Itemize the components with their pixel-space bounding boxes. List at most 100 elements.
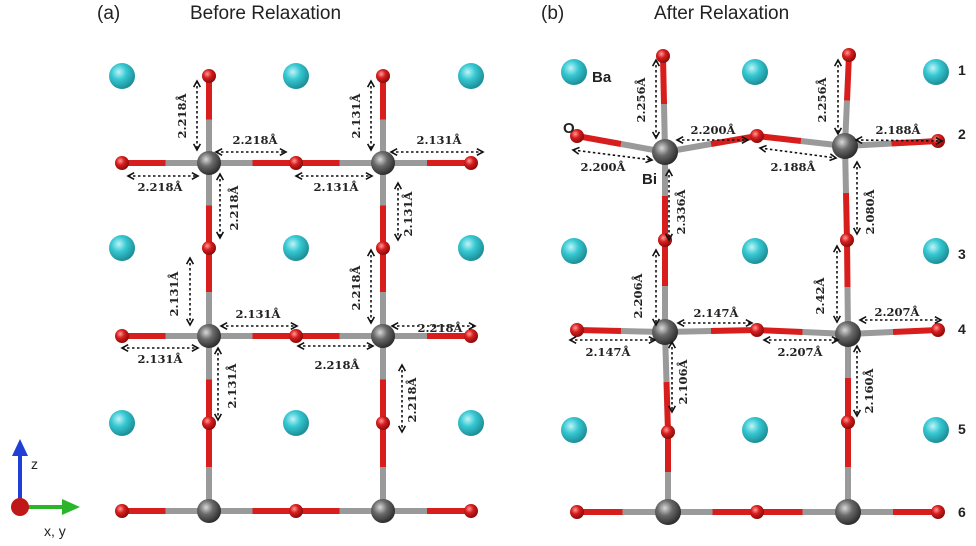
row-label-5: 5 <box>958 421 966 437</box>
arrow-head <box>833 58 843 67</box>
arrow-head <box>120 343 129 353</box>
bond-segment <box>843 192 850 241</box>
barium-atom <box>561 238 587 264</box>
arrow-head <box>829 153 838 162</box>
panel-b-title: After Relaxation <box>654 3 789 24</box>
oxygen-atom <box>464 156 478 170</box>
bond-segment <box>844 54 852 101</box>
oxygen-atom <box>570 505 584 519</box>
bond-length-label: 2.218Å <box>233 133 279 147</box>
bismuth-atom <box>197 324 221 348</box>
oxygen-atom <box>750 505 764 519</box>
oxygen-atom <box>570 323 584 337</box>
arrow-head <box>390 321 399 331</box>
bond-segment <box>663 381 671 433</box>
arrow-head <box>393 181 403 190</box>
arrow-head <box>852 160 862 169</box>
panel-a-label: (a) <box>97 3 120 24</box>
bond-segment <box>891 138 939 147</box>
arrow-head <box>568 335 577 345</box>
bond-segment <box>576 327 622 334</box>
arrow-head <box>366 79 376 88</box>
arrow-head <box>366 248 376 257</box>
bismuth-atom <box>197 499 221 523</box>
oxygen-atom <box>656 49 670 63</box>
bond-length-label: 2.218Å <box>138 180 184 194</box>
bond-length-label: 2.336Å <box>674 188 688 234</box>
z-axis-label: z <box>31 456 38 472</box>
bond-length-label: 2.200Å <box>581 160 627 174</box>
bond-length-arrow <box>572 149 653 161</box>
bond-length-label: 2.218Å <box>175 92 189 138</box>
bond-length-label: 2.160Å <box>862 367 876 413</box>
oxygen-atom <box>115 329 129 343</box>
label-barium: Ba <box>592 69 612 86</box>
z-axis-arrowhead <box>12 439 28 456</box>
bond-length-label: 2.131Å <box>401 190 415 236</box>
bond-length-label: 2.147Å <box>586 345 632 359</box>
arrow-head <box>468 321 477 331</box>
axis-triad: z x, y <box>11 439 80 539</box>
arrow-head <box>294 171 303 181</box>
arrow-head <box>389 147 398 157</box>
panel-b-label: (b) <box>541 3 564 24</box>
bismuth-atom <box>835 499 861 525</box>
arrow-head <box>664 233 674 242</box>
arrow-head <box>191 171 200 181</box>
barium-atom <box>458 410 484 436</box>
arrow-head <box>852 227 862 236</box>
arrow-head <box>648 335 657 345</box>
bond-segment <box>756 327 803 335</box>
bond-length-label: 2.080Å <box>863 188 877 234</box>
row-label-1: 1 <box>958 62 966 78</box>
row-label-6: 6 <box>958 504 966 520</box>
arrow-head <box>667 405 677 414</box>
arrow-head <box>185 318 195 327</box>
bond-length-label: 2.42Å <box>813 276 827 314</box>
arrow-head <box>393 233 403 242</box>
arrow-head <box>745 318 754 328</box>
oxygen-atom <box>289 329 303 343</box>
arrow-head <box>762 335 771 345</box>
oxygen-atom <box>376 69 390 83</box>
bismuth-atom <box>652 139 678 165</box>
arrow-head <box>366 316 376 325</box>
arrow-head <box>185 256 195 265</box>
row-label-2: 2 <box>958 126 966 142</box>
arrow-head <box>651 318 661 327</box>
bond-segment <box>892 327 939 335</box>
oxygen-atom <box>115 504 129 518</box>
arrow-head <box>296 341 305 351</box>
arrow-head <box>366 341 375 351</box>
barium-atom <box>742 417 768 443</box>
arrow-head <box>833 127 843 136</box>
oxygen-atom <box>202 416 216 430</box>
barium-atom <box>109 410 135 436</box>
bond-length-label: 2.147Å <box>694 306 740 320</box>
arrow-head <box>214 147 223 157</box>
arrow-head <box>215 172 225 181</box>
oxygen-atom <box>840 233 854 247</box>
arrow-head <box>667 340 677 349</box>
panel-a-title: Before Relaxation <box>190 3 341 24</box>
barium-atom <box>742 238 768 264</box>
arrow-head <box>366 143 376 152</box>
arrow-head <box>858 315 867 325</box>
arrow-head <box>365 171 374 181</box>
arrow-head <box>758 144 767 153</box>
barium-atom <box>561 59 587 85</box>
bond-length-label: 2.188Å <box>771 160 817 174</box>
arrow-head <box>192 79 202 88</box>
barium-atom <box>109 235 135 261</box>
label-bismuth: Bi <box>642 171 657 188</box>
arrow-head <box>651 131 661 140</box>
bismuth-atom <box>652 319 678 345</box>
bismuth-atom <box>655 499 681 525</box>
arrow-head <box>854 136 863 145</box>
arrow-head <box>219 321 228 331</box>
xy-axis-label: x, y <box>44 523 66 539</box>
bond-length-label: 2.188Å <box>876 123 922 137</box>
arrow-head <box>645 155 654 164</box>
